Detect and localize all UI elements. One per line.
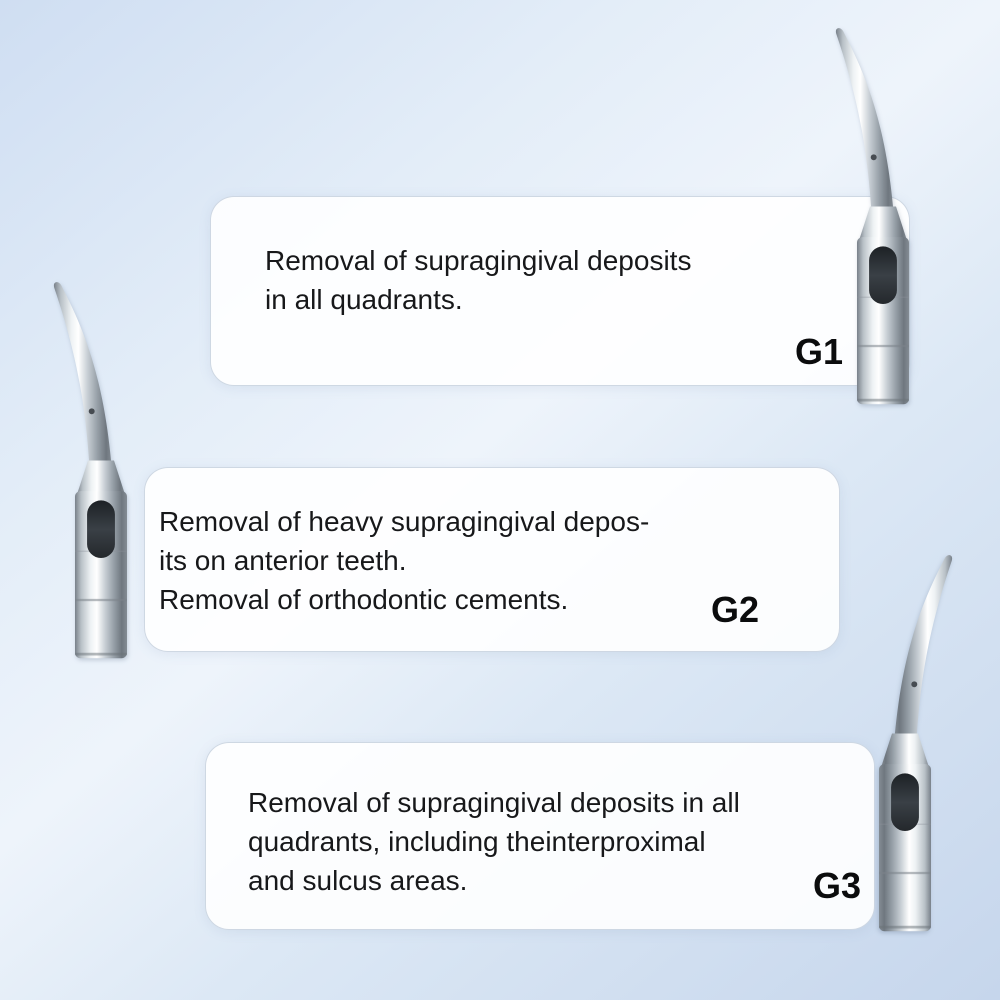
- dental-scaler-tip-g1-image: [818, 18, 948, 408]
- description-card-g1: Removal of supragingival deposits in all…: [210, 196, 910, 386]
- tip-label-g1: G1: [794, 331, 843, 372]
- description-card-g3: Removal of supragingival deposits in all…: [205, 742, 875, 930]
- card-g2-text-line-1: Removal of heavy supragingival depos-: [159, 506, 650, 537]
- card-g1-text-line-2: in all quadrants.: [265, 284, 463, 315]
- card-g3-text-line-2: quadrants, including theinterproximal: [248, 826, 706, 857]
- card-g3-text-line-3: and sulcus areas.: [248, 865, 468, 896]
- description-card-g2: Removal of heavy supragingival depos- it…: [144, 467, 840, 652]
- card-g1-text-line-1: Removal of supragingival deposits: [265, 245, 692, 276]
- card-g2-text-line-3: Removal of orthodontic cements.: [159, 584, 569, 615]
- tip-label-g2: G2: [710, 589, 759, 630]
- dental-scaler-tip-g3-image: [840, 532, 970, 948]
- tip-label-g3: G3: [812, 865, 861, 906]
- dental-scaler-tip-g2-image: [36, 272, 166, 662]
- card-g2-text-line-2: its on anterior teeth.: [159, 545, 407, 576]
- card-g3-text-line-1: Removal of supragingival deposits in all: [248, 787, 740, 818]
